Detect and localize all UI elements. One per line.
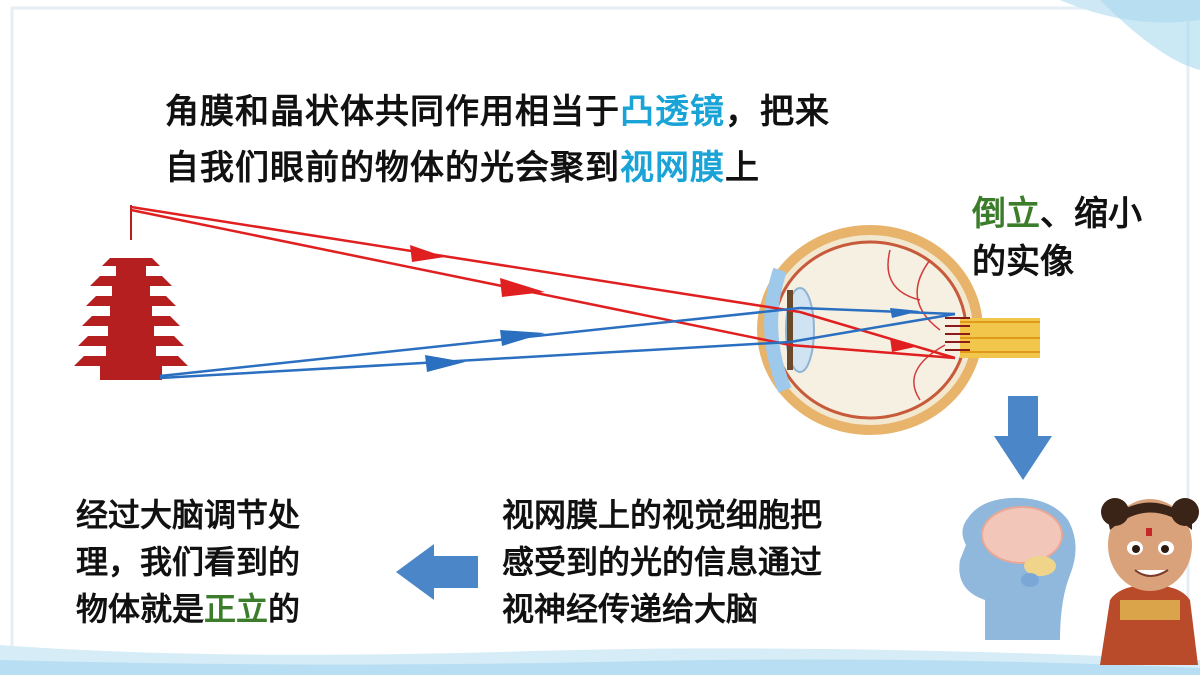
down-arrow-icon <box>994 396 1052 480</box>
inverted-highlight: 倒立 <box>972 194 1040 234</box>
pagoda-image <box>74 205 188 380</box>
top-description: 角膜和晶状体共同作用相当于凸透镜，把来 自我们眼前的物体的光会聚到视网膜上 <box>165 84 830 196</box>
left-line-3-text: 物体就是 <box>76 590 205 628</box>
cartoon-character-image <box>1100 498 1199 665</box>
left-arrow-icon <box>396 544 478 600</box>
top-line-2-text: 自我们眼前的物体的光会聚到 <box>165 148 620 188</box>
top-line-1-tail: ，把来 <box>725 92 830 132</box>
retina-highlight: 视网膜 <box>620 148 725 188</box>
upright-highlight: 正立 <box>204 590 269 628</box>
middle-description: 视网膜上的视觉细胞把 感受到的光的信息通过 视神经传递给大脑 <box>502 492 822 633</box>
red-rays <box>130 205 956 360</box>
convex-lens-highlight: 凸透镜 <box>620 92 725 132</box>
image-label-rest: 、缩小 <box>1040 194 1142 234</box>
blue-rays <box>159 306 956 380</box>
middle-line-3: 视神经传递给大脑 <box>502 590 759 628</box>
middle-line-1: 视网膜上的视觉细胞把 <box>502 496 823 534</box>
top-line-1: 角膜和晶状体共同作用相当于凸透镜，把来 <box>165 84 830 140</box>
middle-line-2: 感受到的光的信息通过 <box>502 543 823 581</box>
image-label-line-1: 倒立、缩小 <box>972 190 1142 238</box>
left-line-1: 经过大脑调节处 <box>76 496 301 534</box>
top-line-2: 自我们眼前的物体的光会聚到视网膜上 <box>165 140 830 196</box>
left-line-2: 理，我们看到的 <box>76 543 301 581</box>
top-line-1-text: 角膜和晶状体共同作用相当于 <box>165 92 620 132</box>
left-description: 经过大脑调节处 理，我们看到的 物体就是正立的 <box>76 492 300 633</box>
image-label-line-2: 的实像 <box>972 242 1074 282</box>
top-line-2-tail: 上 <box>725 148 760 188</box>
left-line-3: 物体就是正立的 <box>76 586 300 633</box>
head-brain-icon <box>959 497 1076 640</box>
left-line-3-tail: 的 <box>268 590 301 628</box>
image-label: 倒立、缩小 的实像 <box>972 190 1142 286</box>
